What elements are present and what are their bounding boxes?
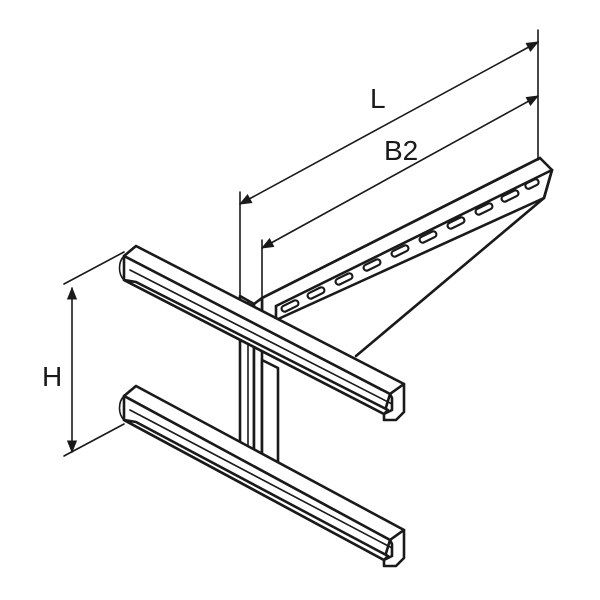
upper-rail — [118, 244, 406, 422]
dimension-h — [63, 251, 125, 457]
label-h: H — [42, 361, 62, 392]
dimension-b2 — [260, 95, 540, 301]
lower-rail — [118, 384, 406, 568]
label-b2: B2 — [384, 135, 418, 166]
label-l: L — [370, 83, 386, 114]
cantilever-arm — [260, 156, 554, 358]
